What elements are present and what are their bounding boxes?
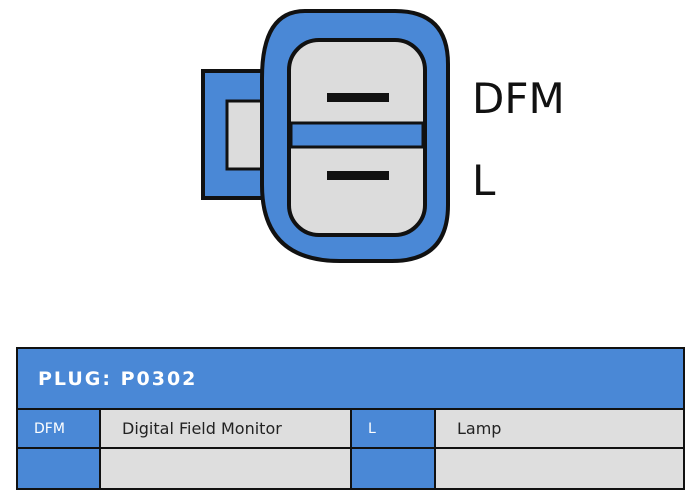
plug-table: PLUG: P0302 DFM Digital Field Monitor L … bbox=[16, 347, 685, 490]
connector-diagram bbox=[201, 9, 450, 263]
table-row: DFM Digital Field Monitor L Lamp bbox=[18, 410, 683, 449]
pin-slot-l bbox=[327, 171, 389, 180]
pin-code-cell bbox=[352, 449, 436, 488]
pin-description-cell: Digital Field Monitor bbox=[101, 410, 352, 447]
pin-slot-dfm bbox=[327, 93, 389, 102]
pin-description-cell bbox=[101, 449, 352, 488]
pin-code-cell bbox=[18, 449, 101, 488]
pin-description-cell bbox=[436, 449, 683, 488]
table-row bbox=[18, 449, 683, 488]
pin-code-cell: DFM bbox=[18, 410, 101, 447]
pin-label-dfm: DFM bbox=[472, 74, 565, 123]
pin-label-l: L bbox=[472, 156, 496, 205]
pin-code-cell: L bbox=[352, 410, 436, 447]
plug-header: PLUG: P0302 bbox=[18, 349, 683, 410]
connector-divider bbox=[289, 121, 425, 149]
pin-description-cell: Lamp bbox=[436, 410, 683, 447]
plug-title: PLUG: P0302 bbox=[38, 367, 198, 390]
